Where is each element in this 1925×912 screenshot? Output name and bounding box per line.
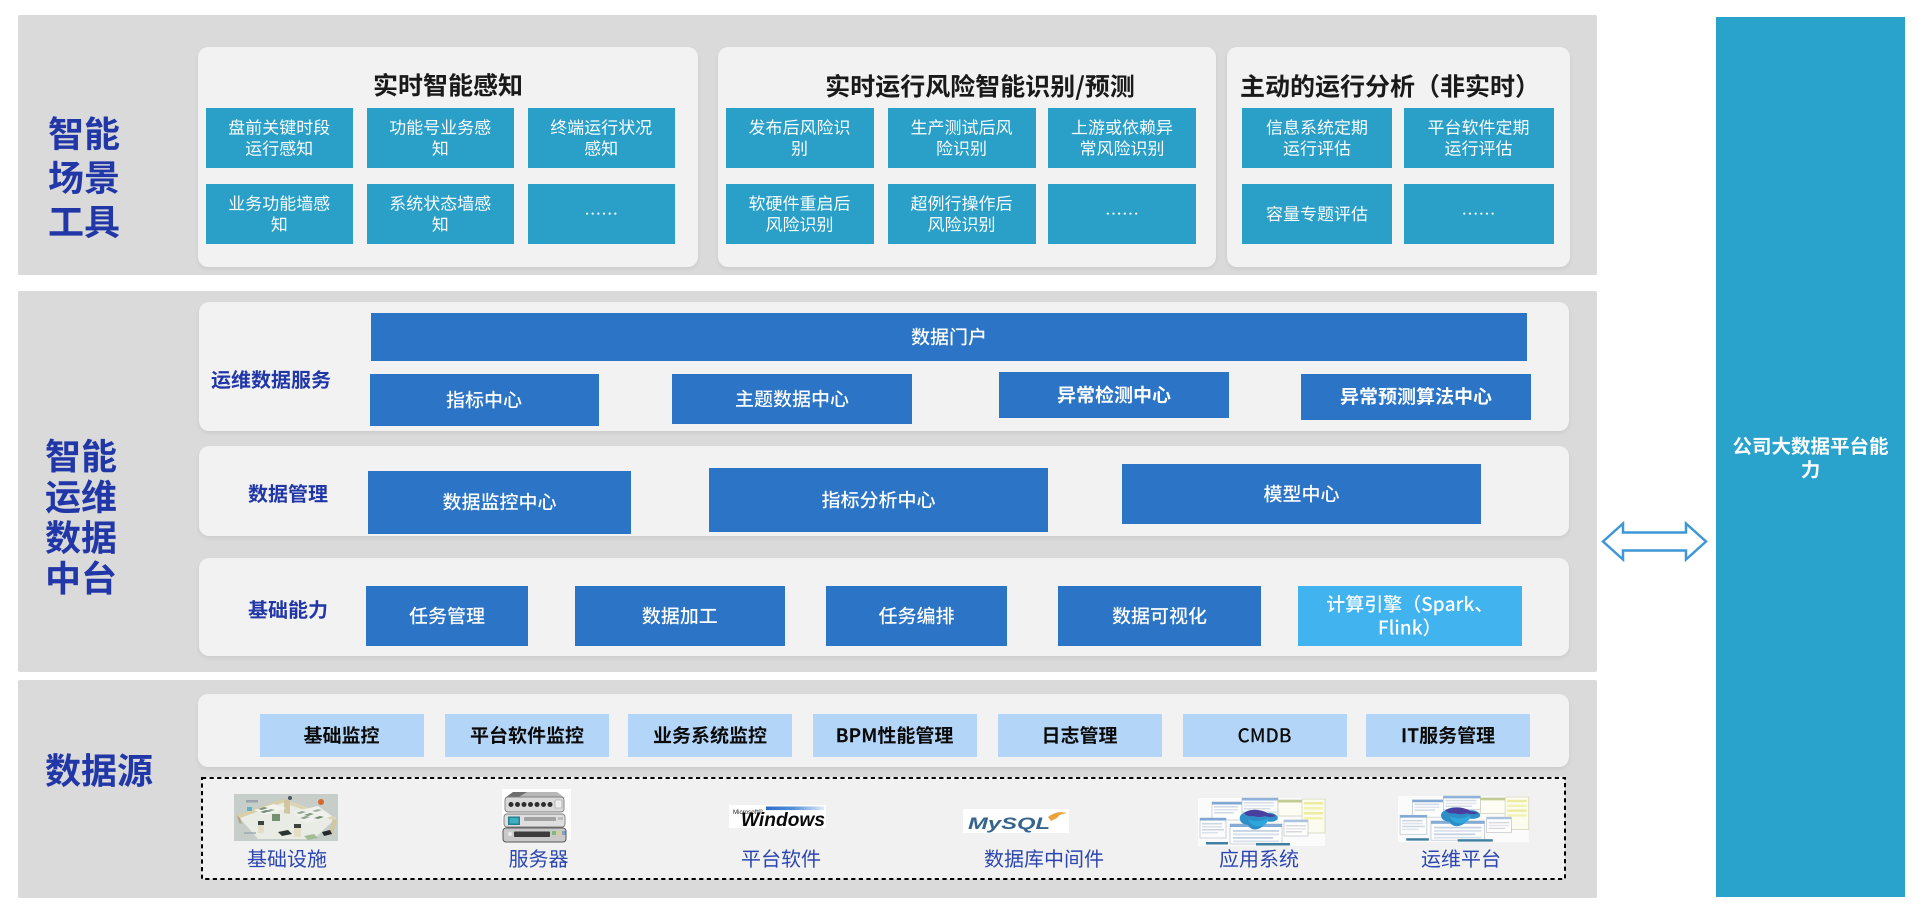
svg-text:MySQL: MySQL <box>968 815 1050 833</box>
svg-text:Microsoft®: Microsoft® <box>733 809 763 816</box>
svg-text:Windows: Windows <box>741 810 825 831</box>
